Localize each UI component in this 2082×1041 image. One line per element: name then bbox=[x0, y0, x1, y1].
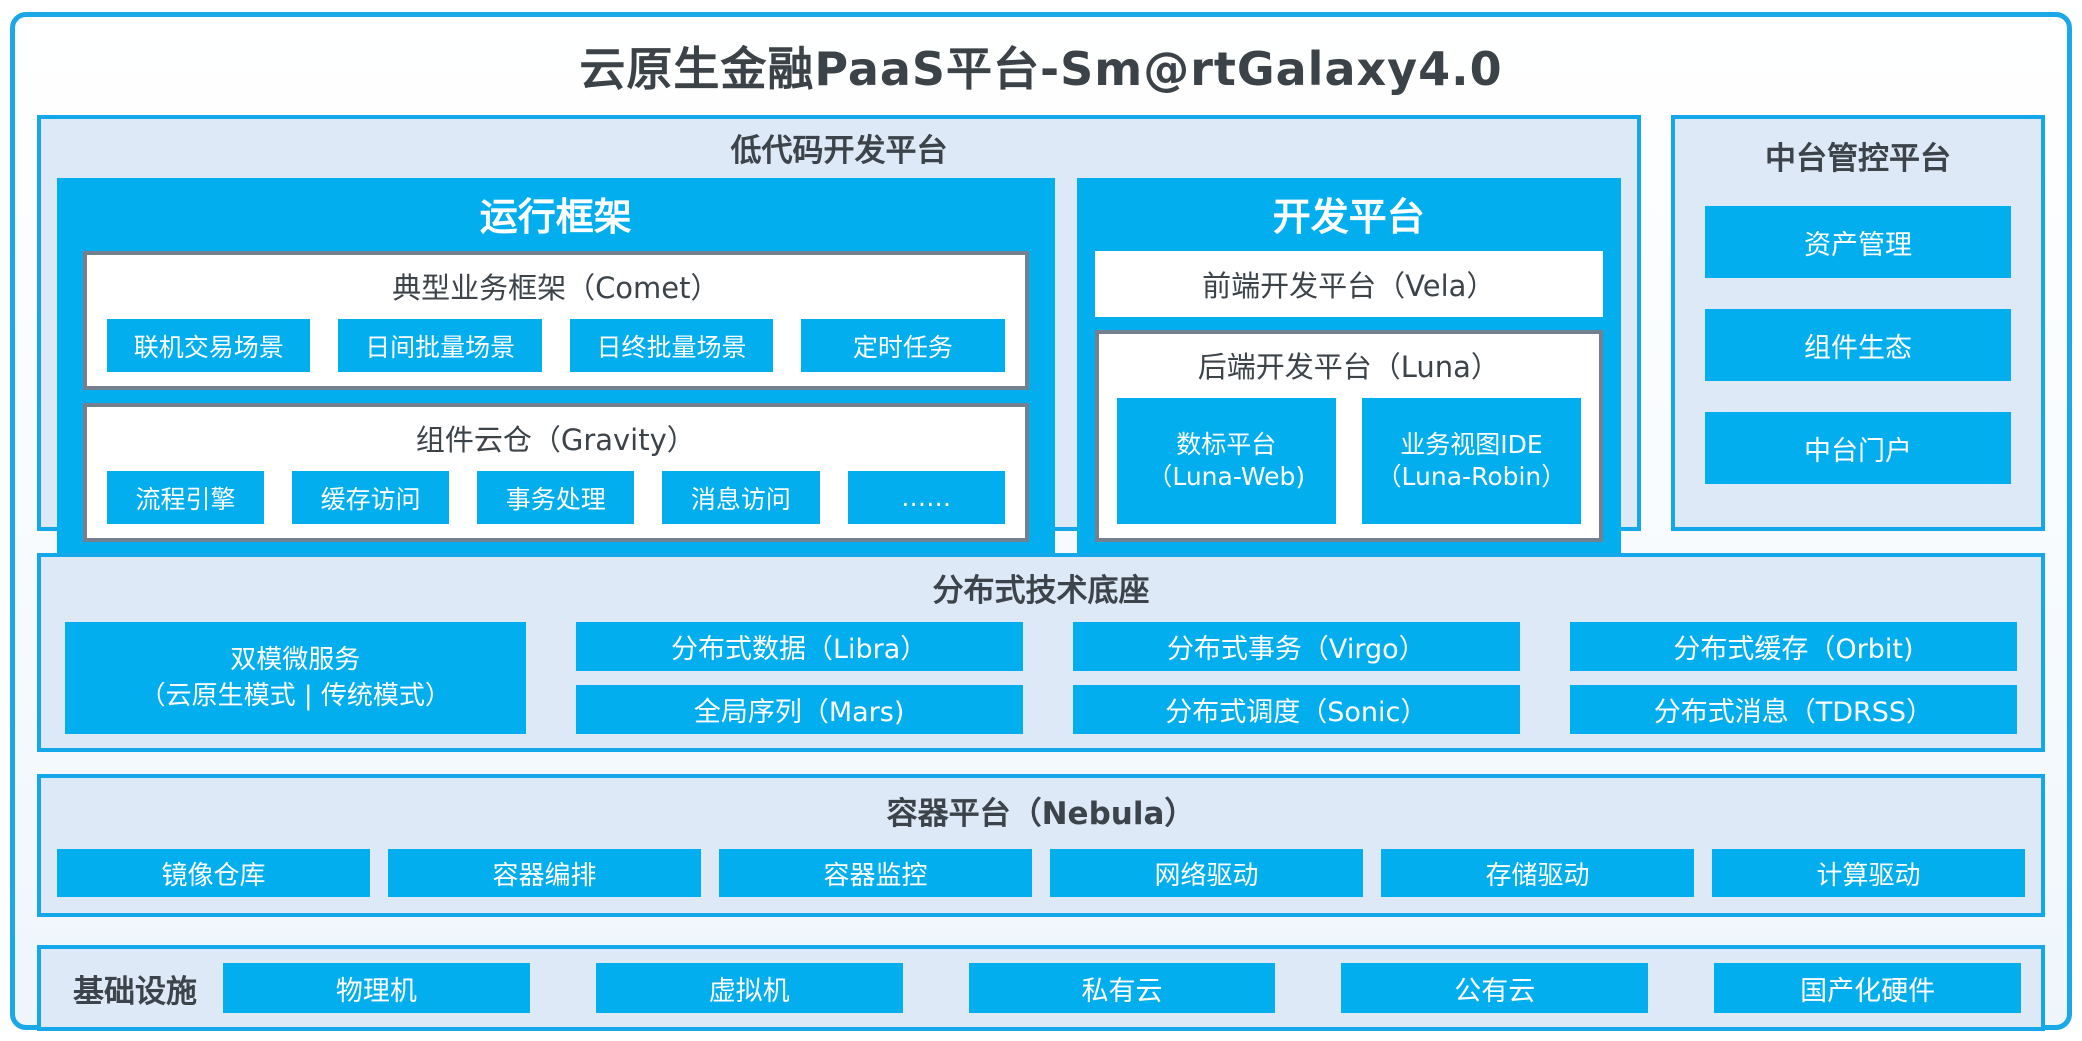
chip-private-cloud: 私有云 bbox=[968, 963, 1276, 1013]
chip-transaction-processing: 事务处理 bbox=[477, 471, 635, 524]
chip-physical-machine: 物理机 bbox=[223, 963, 530, 1013]
chip-domestic-hardware: 国产化硬件 bbox=[1714, 963, 2021, 1013]
luna-title: 后端开发平台（Luna） bbox=[1197, 350, 1500, 384]
chip-message-access: 消息访问 bbox=[662, 471, 820, 524]
box-vela-frontend: 前端开发平台（Vela） bbox=[1094, 251, 1603, 317]
chip-process-engine: 流程引擎 bbox=[107, 471, 265, 524]
chip-distributed-transaction-virgo: 分布式事务（Virgo） bbox=[1072, 622, 1520, 671]
chip-asset-management: 资产管理 bbox=[1705, 206, 2011, 278]
chip-luna-robin: 业务视图IDE （Luna-Robin） bbox=[1361, 398, 1582, 524]
chip-distributed-data-libra: 分布式数据（Libra） bbox=[575, 622, 1023, 671]
chip-distributed-message-tdrss: 分布式消息（TDRSS） bbox=[1569, 685, 2017, 734]
dual-mode-line2: （云原生模式 | 传统模式） bbox=[139, 681, 451, 711]
distributed-grid: 双模微服务 （云原生模式 | 传统模式） 分布式数据（Libra） 分布式事务（… bbox=[65, 622, 2017, 734]
chip-public-cloud: 公有云 bbox=[1341, 963, 1649, 1013]
mid-platform-chips: 资产管理 组件生态 中台门户 bbox=[1705, 206, 2011, 484]
chip-container-orchestration: 容器编排 bbox=[388, 849, 701, 897]
section-infrastructure: 基础设施 物理机 虚拟机 私有云 公有云 国产化硬件 bbox=[37, 945, 2045, 1031]
luna-robin-line2: （Luna-Robin） bbox=[1376, 462, 1567, 491]
container-platform-title: 容器平台（Nebula） bbox=[886, 796, 1196, 832]
infrastructure-label: 基础设施 bbox=[73, 973, 197, 1010]
section-title-low-code: 低代码开发平台 bbox=[730, 133, 948, 169]
container-chip-row: 镜像仓库 容器编排 容器监控 网络驱动 存储驱动 计算驱动 bbox=[57, 849, 2025, 897]
dual-mode-line1: 双模微服务 bbox=[230, 644, 361, 675]
comet-title: 典型业务框架（Comet） bbox=[392, 271, 720, 305]
luna-web-line2: （Luna-Web) bbox=[1147, 462, 1306, 491]
chip-virtual-machine: 虚拟机 bbox=[595, 963, 903, 1013]
chip-compute-driver: 计算驱动 bbox=[1712, 849, 2025, 897]
box-luna-backend: 后端开发平台（Luna） 数标平台 （Luna-Web) 业务视图IDE （Lu… bbox=[1094, 330, 1603, 542]
chip-dual-mode-microservice: 双模微服务 （云原生模式 | 传统模式） bbox=[65, 622, 526, 734]
dev-platform-title: 开发平台 bbox=[1272, 195, 1425, 239]
chip-distributed-scheduling-sonic: 分布式调度（Sonic） bbox=[1072, 685, 1520, 734]
luna-robin-line1: 业务视图IDE bbox=[1400, 429, 1543, 459]
section-container-platform: 容器平台（Nebula） 镜像仓库 容器编排 容器监控 网络驱动 存储驱动 计算… bbox=[37, 774, 2045, 917]
luna-web-line1: 数标平台 bbox=[1176, 429, 1277, 459]
top-row: 低代码开发平台 运行框架 典型业务框架（Comet） 联机交易场景 日间批量场景… bbox=[37, 115, 2045, 556]
low-code-body: 运行框架 典型业务框架（Comet） 联机交易场景 日间批量场景 日终批量场景 … bbox=[57, 178, 1621, 556]
infrastructure-chip-row: 物理机 虚拟机 私有云 公有云 国产化硬件 bbox=[223, 963, 2021, 1013]
runtime-framework-title: 运行框架 bbox=[479, 195, 632, 239]
chip-online-trading: 联机交易场景 bbox=[107, 319, 311, 372]
box-gravity-warehouse: 组件云仓（Gravity） 流程引擎 缓存访问 事务处理 消息访问 …… bbox=[83, 403, 1029, 542]
diagram-frame: 云原生金融PaaS平台-Sm@rtGalaxy4.0 低代码开发平台 运行框架 … bbox=[10, 12, 2072, 1031]
section-distributed-base: 分布式技术底座 双模微服务 （云原生模式 | 传统模式） 分布式数据（Libra… bbox=[37, 553, 2045, 752]
chip-network-driver: 网络驱动 bbox=[1050, 849, 1363, 897]
panel-dev-platform: 开发平台 前端开发平台（Vela） 后端开发平台（Luna） 数标平台 （Lun… bbox=[1076, 178, 1621, 556]
chip-distributed-cache-orbit: 分布式缓存（Orbit) bbox=[1569, 622, 2017, 671]
chip-luna-web: 数标平台 （Luna-Web) bbox=[1116, 398, 1336, 524]
section-low-code-platform: 低代码开发平台 运行框架 典型业务框架（Comet） 联机交易场景 日间批量场景… bbox=[37, 115, 1641, 556]
chip-global-sequence-mars: 全局序列（Mars) bbox=[575, 685, 1023, 734]
gravity-title: 组件云仓（Gravity） bbox=[415, 423, 696, 457]
chip-daytime-batch: 日间批量场景 bbox=[338, 319, 542, 372]
box-comet-framework: 典型业务框架（Comet） 联机交易场景 日间批量场景 日终批量场景 定时任务 bbox=[83, 251, 1029, 390]
chip-image-registry: 镜像仓库 bbox=[57, 849, 370, 897]
chip-storage-driver: 存储驱动 bbox=[1381, 849, 1694, 897]
chip-scheduled-task: 定时任务 bbox=[801, 319, 1005, 372]
chip-eod-batch: 日终批量场景 bbox=[569, 319, 774, 372]
chip-component-ecosystem: 组件生态 bbox=[1705, 309, 2011, 381]
luna-chip-row: 数标平台 （Luna-Web) 业务视图IDE （Luna-Robin） bbox=[1116, 398, 1582, 524]
distributed-base-title: 分布式技术底座 bbox=[932, 573, 1150, 609]
page-title: 云原生金融PaaS平台-Sm@rtGalaxy4.0 bbox=[579, 42, 1503, 96]
mid-platform-title: 中台管控平台 bbox=[1765, 141, 1951, 177]
panel-runtime-framework: 运行框架 典型业务框架（Comet） 联机交易场景 日间批量场景 日终批量场景 … bbox=[57, 178, 1055, 556]
chip-container-monitoring: 容器监控 bbox=[719, 849, 1032, 897]
chip-mid-platform-portal: 中台门户 bbox=[1705, 412, 2011, 484]
chip-cache-access: 缓存访问 bbox=[292, 471, 450, 524]
comet-chip-row: 联机交易场景 日间批量场景 日终批量场景 定时任务 bbox=[107, 319, 1005, 372]
gravity-chip-row: 流程引擎 缓存访问 事务处理 消息访问 …… bbox=[107, 471, 1005, 524]
chip-ellipsis: …… bbox=[847, 471, 1005, 524]
section-mid-platform: 中台管控平台 资产管理 组件生态 中台门户 bbox=[1671, 115, 2045, 531]
